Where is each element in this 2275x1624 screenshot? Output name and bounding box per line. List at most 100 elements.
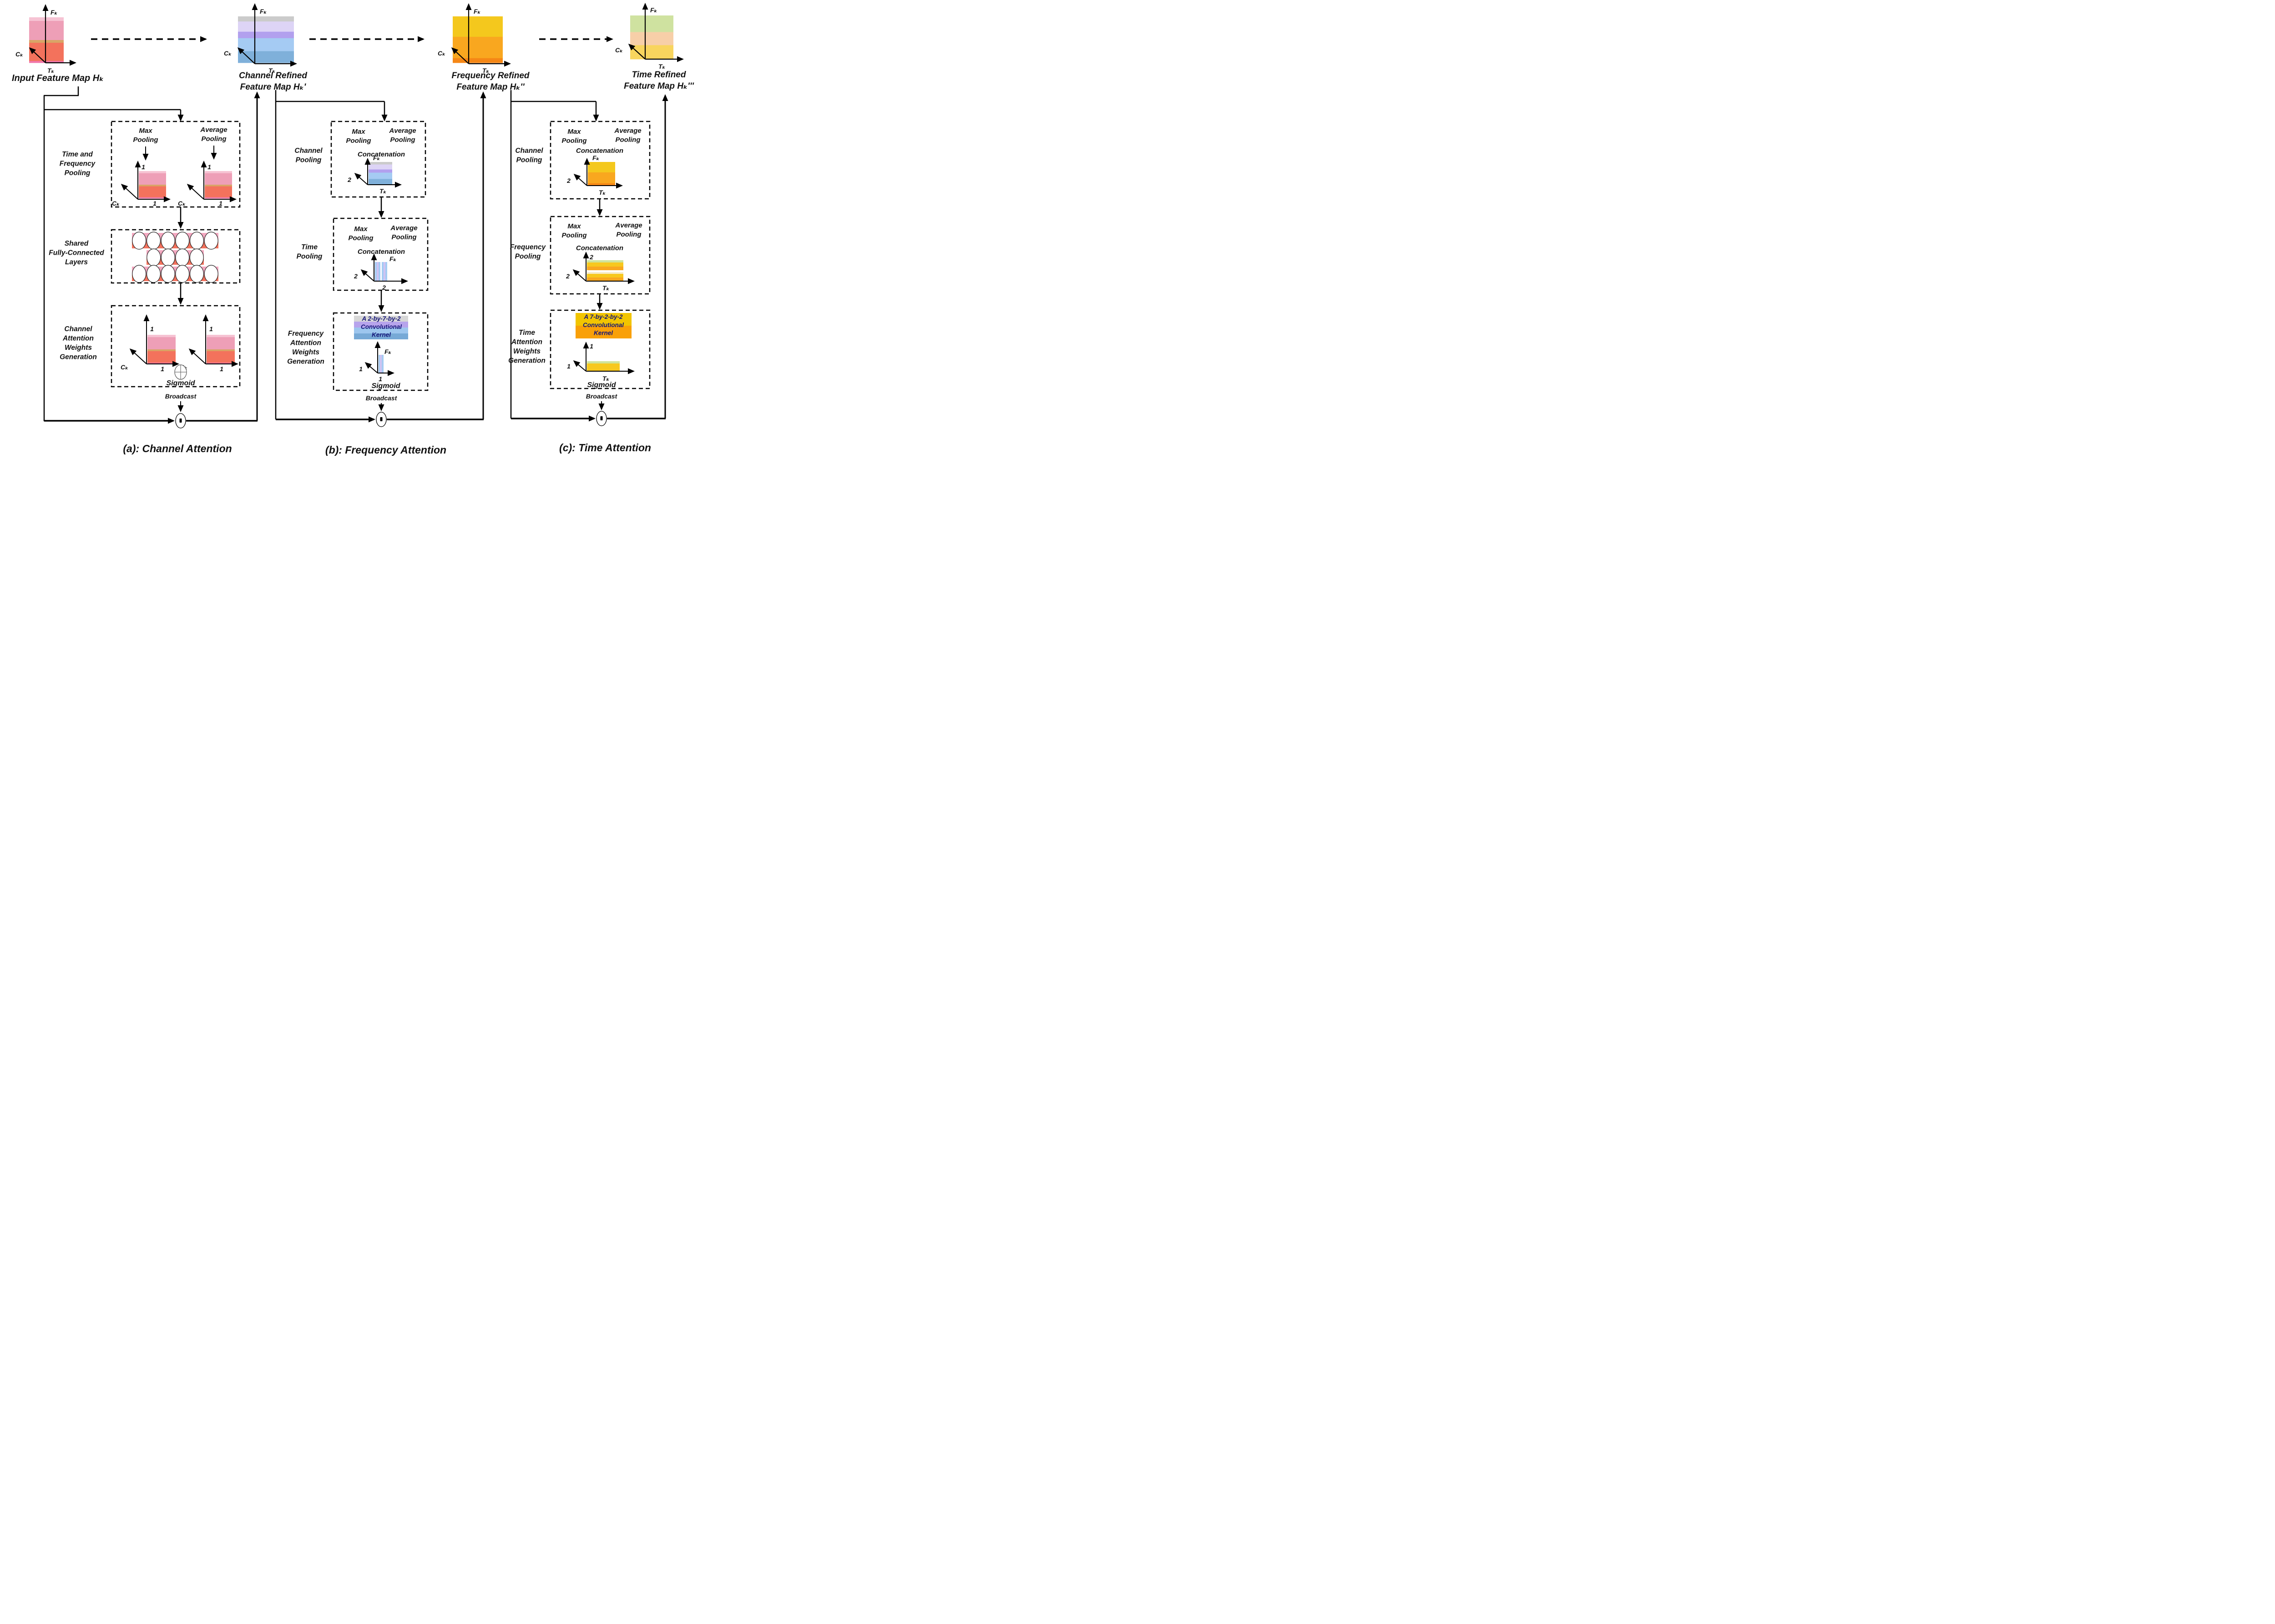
multiply-node-icon: [175, 413, 186, 429]
cube-layer: [29, 21, 64, 40]
c-axis-label: Cₖ: [121, 363, 128, 371]
cube-layer: [453, 16, 503, 37]
fc-neuron: [189, 232, 204, 250]
cube-layer: [630, 15, 673, 32]
fc-neuron: [189, 248, 204, 267]
fc-neuron: [132, 265, 147, 283]
cube-layer: [369, 172, 392, 179]
panel-a-fc-box: [111, 229, 241, 284]
axis-num: 2: [566, 272, 570, 280]
c-axis-label: Cₖ: [438, 50, 445, 57]
cube-layer: [369, 169, 392, 173]
f-axis-label: Fₖ: [650, 6, 657, 14]
sum-node-icon: [174, 364, 187, 380]
axis: [188, 348, 206, 364]
axis: [360, 269, 374, 282]
f-axis-label: Fₖ: [51, 9, 58, 16]
concatenation-label: Concatenation: [358, 248, 405, 256]
axis-num: 1: [359, 365, 363, 373]
feature-map-input: Fₖ Cₖ Tₖ Input Feature Map Hₖ: [12, 4, 104, 83]
panel-b-weights-box: [333, 312, 429, 391]
axis-num: 1: [153, 200, 157, 207]
axis: [572, 269, 586, 282]
cube-layer: [588, 172, 615, 184]
slab-edge: [587, 260, 623, 262]
kernel-band: [576, 326, 632, 338]
sigmoid-label: Sigmoid: [587, 381, 616, 389]
fc-neuron: [161, 248, 175, 267]
axis: [364, 362, 378, 373]
c-axis-label: Cₖ: [224, 50, 232, 57]
cube-layer: [207, 337, 235, 350]
feature-cube: [238, 16, 294, 63]
cube-layer: [207, 335, 235, 338]
t-axis-label: Tₖ: [47, 67, 55, 74]
axis-num: 2: [566, 177, 571, 184]
slab-stripe: [384, 262, 385, 281]
axis-num: 1: [150, 325, 154, 333]
axis-num: 2: [354, 272, 358, 280]
slab-stripe: [380, 355, 382, 373]
cube-layer: [369, 162, 392, 165]
cube-layer: [238, 51, 294, 63]
c-axis: [628, 43, 646, 60]
axis: [129, 348, 147, 364]
cube-layer: [207, 351, 235, 363]
axis-num: 1: [567, 363, 571, 370]
feature-cube: [29, 17, 64, 63]
cube-layer: [238, 38, 294, 51]
fc-neuron: [189, 265, 204, 283]
multiply-node-icon: [376, 412, 387, 427]
cube-layer: [147, 363, 176, 364]
axis: [573, 360, 586, 372]
t-axis-label: Tₖ: [268, 67, 276, 74]
cube-layer: [205, 173, 232, 185]
cube-layer: [238, 21, 294, 32]
cube-layer: [147, 335, 176, 338]
t-axis-label: Tₖ: [482, 67, 490, 74]
kernel-band: [576, 313, 632, 326]
fc-neuron: [175, 232, 190, 250]
cube-layer: [453, 58, 503, 63]
cube-layer: [207, 363, 235, 364]
axis-num: 2: [589, 253, 593, 261]
fc-row-3: [132, 265, 218, 283]
f-axis-label: Fₖ: [260, 8, 267, 15]
fc-row-2: [147, 248, 204, 267]
cube-layer: [205, 197, 232, 199]
feature-cube: [630, 15, 673, 60]
cube-layer: [238, 31, 294, 39]
f-axis-label: Fₖ: [373, 154, 380, 161]
cube-layer: [29, 17, 64, 21]
panel-a-caption: (a): Channel Attention: [123, 443, 232, 454]
axis: [354, 173, 368, 185]
c-axis-label: Cₖ: [112, 200, 120, 207]
fc-row-1: [132, 232, 218, 250]
slab-edge: [587, 361, 620, 363]
fc-neuron: [204, 265, 218, 283]
kernel-band: [354, 322, 408, 328]
panel-b-time-pooling-box: [333, 217, 429, 291]
panel-b-caption: (b): Frequency Attention: [325, 444, 446, 456]
map-caption: Input Feature Map Hₖ: [12, 73, 104, 83]
broadcast-label: Broadcast: [165, 393, 197, 400]
cube-layer: [139, 173, 166, 185]
